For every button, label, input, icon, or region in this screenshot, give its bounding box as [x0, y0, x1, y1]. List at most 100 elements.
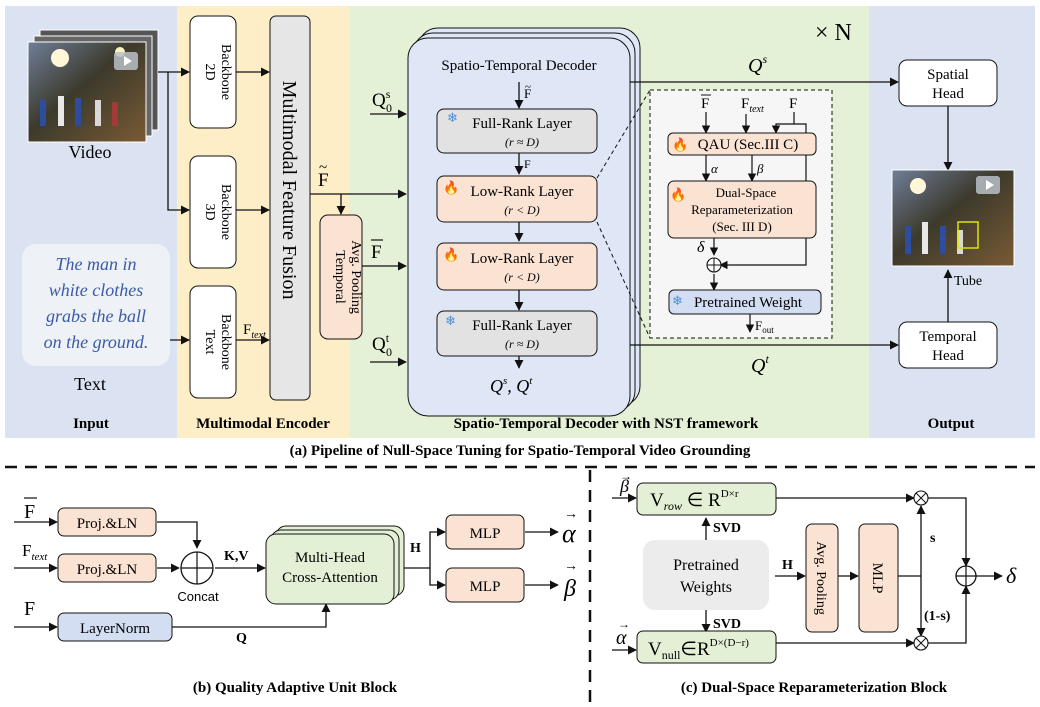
- qau-in-ftext: Ftext: [22, 541, 48, 563]
- spatial-head: Spatial Head: [898, 59, 998, 107]
- f-tilde-label: F: [318, 170, 329, 191]
- h-label-c: H: [782, 558, 793, 573]
- svg-text:Text: Text: [202, 330, 217, 355]
- beta-arrow-mark: →: [564, 559, 578, 574]
- layer-low-rank-2: 🔥 Low-Rank Layer (r < D): [436, 242, 598, 291]
- section-input: Input: [73, 416, 109, 432]
- detail-f-bar: F: [701, 96, 709, 112]
- decoder-output-label: Qs, Qt: [490, 375, 533, 396]
- alpha-arrow-mark: →: [564, 507, 578, 522]
- kv-label: K,V: [224, 549, 249, 564]
- svg-text:MLP: MLP: [470, 526, 501, 542]
- detail-alpha: α: [711, 161, 719, 176]
- decoder-title: Spatio-Temporal Decoder: [441, 58, 596, 74]
- snowflake-icon: ❄: [447, 110, 458, 125]
- qau-in-f: F: [24, 598, 35, 620]
- svg-text:Weights: Weights: [680, 579, 732, 596]
- text-label: Text: [74, 374, 106, 394]
- concat-label: Concat: [177, 589, 219, 604]
- svg-text:3D: 3D: [202, 203, 217, 220]
- encoder-arrows: [158, 67, 407, 367]
- layer-low-rank-1: 🔥 Low-Rank Layer (r < D): [436, 175, 598, 223]
- svg-text:Backbone: Backbone: [218, 44, 233, 100]
- svg-text:Temporal: Temporal: [919, 329, 976, 345]
- dsr-box: 🔥 Dual-Space Reparameterization (Sec. II…: [667, 180, 817, 239]
- output-tube-thumbnail: [891, 169, 1015, 267]
- svg-text:Full-Rank Layer: Full-Rank Layer: [472, 318, 572, 334]
- zoom-lines: [596, 89, 651, 339]
- caption-a: (a) Pipeline of Null-Space Tuning for Sp…: [290, 443, 751, 459]
- svg-text:Dual-Space: Dual-Space: [716, 185, 777, 200]
- section-output: Output: [928, 416, 975, 432]
- svg-text:Cross-Attention: Cross-Attention: [282, 570, 378, 586]
- backbone-2d: 2D Backbone: [189, 15, 237, 129]
- flame-icon: 🔥: [443, 247, 459, 262]
- flame-icon: 🔥: [443, 180, 459, 195]
- f-bar-label: F: [371, 242, 382, 263]
- query-line-2: white clothes: [49, 280, 143, 300]
- concat-op: [180, 551, 214, 585]
- layer-full-rank-2: ❄ Full-Rank Layer (r ≈ D): [436, 310, 598, 357]
- svg-text:LayerNorm: LayerNorm: [80, 621, 150, 637]
- times-n: × N: [815, 20, 852, 46]
- detail-beta: β: [756, 161, 764, 176]
- proj-ln-1: Proj.&LN: [57, 507, 157, 537]
- svg-text:MLP: MLP: [470, 579, 501, 595]
- dsr-alpha-in: α: [616, 627, 627, 649]
- svg-text:Temporal: Temporal: [332, 250, 347, 304]
- dsr-c-arrows: [612, 493, 1003, 655]
- svg-text:Backbone: Backbone: [218, 184, 233, 240]
- mhca-stack: Multi-Head Cross-Attention: [265, 525, 405, 605]
- query-line-1: The man in: [56, 254, 137, 274]
- multiply-op-top: [913, 490, 929, 506]
- q0s-subscript: 0: [386, 101, 392, 115]
- q0t-subscript: 0: [386, 345, 392, 359]
- svg-text:2D: 2D: [202, 63, 217, 80]
- panel-separators: [5, 465, 1035, 705]
- svg-text:Vnull∈RD×(D−r): Vnull∈RD×(D−r): [648, 637, 749, 662]
- svd-bottom: SVD: [713, 617, 741, 632]
- svg-text:Reparameterization: Reparameterization: [691, 202, 793, 217]
- temporal-avg-pooling: Temporal Avg. Pooling: [319, 214, 363, 340]
- q0s-label: Qs: [372, 87, 391, 111]
- tube-label: Tube: [954, 274, 982, 289]
- h-label-b: H: [410, 541, 421, 556]
- layernorm-box: LayerNorm: [57, 612, 173, 642]
- proj-ln-2: Proj.&LN: [57, 553, 157, 583]
- svg-text:QAU (Sec.III C): QAU (Sec.III C): [698, 137, 798, 153]
- dsr-beta-arrow-mark: →: [620, 469, 632, 483]
- svg-text:(r ≈ D): (r ≈ D): [505, 337, 539, 351]
- backbone-text: Text Backbone: [189, 285, 237, 399]
- decoder-f-tilde: F: [524, 86, 531, 101]
- beta-out: β: [563, 576, 576, 602]
- svg-text:(r < D): (r < D): [504, 203, 539, 217]
- detail-f: F: [789, 96, 797, 112]
- svg-text:Proj.&LN: Proj.&LN: [77, 516, 138, 532]
- svg-text:Backbone: Backbone: [218, 314, 233, 370]
- f-text-label: Ftext: [243, 322, 266, 341]
- svg-text:Head: Head: [932, 86, 964, 102]
- decoder-tilde-mark: ~: [525, 81, 531, 93]
- qau-b-arrows: [14, 517, 559, 632]
- alpha-out: α: [562, 519, 577, 548]
- svg-text:Full-Rank Layer: Full-Rank Layer: [472, 116, 572, 132]
- qs-label: Qs: [748, 52, 767, 77]
- svg-text:Vrow ∈ RD×r: Vrow ∈ RD×r: [650, 488, 739, 513]
- v-null-box: Vnull∈RD×(D−r): [636, 630, 777, 664]
- snowflake-icon: ❄: [672, 293, 683, 308]
- svg-text:Low-Rank Layer: Low-Rank Layer: [471, 184, 574, 200]
- detail-f-text: Ftext: [741, 96, 764, 115]
- query-line-4: on the ground.: [44, 332, 149, 352]
- v-row-box: Vrow ∈ RD×r: [636, 482, 777, 516]
- mlp-alpha: MLP: [445, 514, 525, 550]
- multiply-op-bottom: [913, 635, 929, 651]
- svg-text:Pretrained Weight: Pretrained Weight: [694, 295, 803, 311]
- qau-in-fbar: F: [24, 501, 35, 523]
- svg-text:Low-Rank Layer: Low-Rank Layer: [471, 251, 574, 267]
- pretrained-weights-box: Pretrained Weights: [643, 540, 769, 610]
- svd-top: SVD: [713, 521, 741, 536]
- svg-text:Multi-Head: Multi-Head: [295, 550, 365, 566]
- svg-text:Pretrained: Pretrained: [673, 557, 739, 574]
- section-encoder: Multimodal Encoder: [196, 416, 330, 432]
- svg-text:MLP: MLP: [869, 563, 885, 594]
